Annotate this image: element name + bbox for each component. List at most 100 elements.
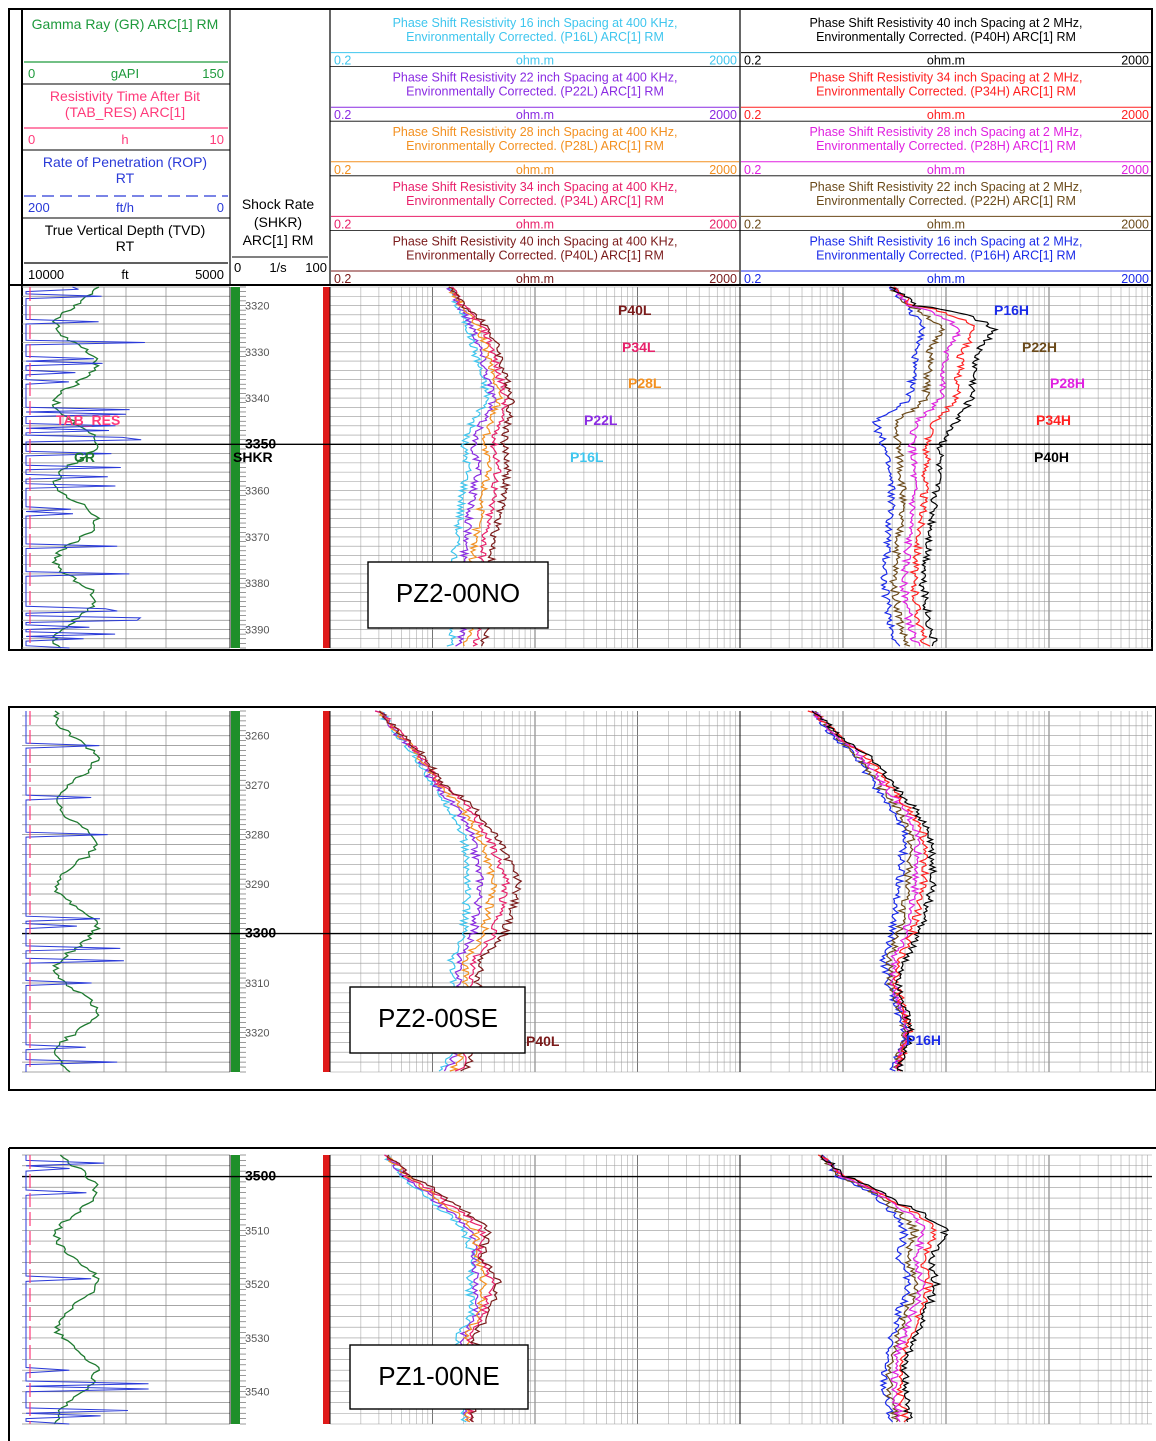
res-high-curve bbox=[821, 1154, 912, 1423]
curve-label-high: P16H bbox=[906, 1032, 941, 1048]
header-track-min: 0 bbox=[28, 132, 35, 147]
depth-red-strip bbox=[323, 711, 330, 1072]
res-high-curve bbox=[820, 1154, 950, 1423]
rop-curve bbox=[25, 1155, 149, 1425]
gr-curve bbox=[52, 1154, 101, 1425]
res-unit: ohm.m bbox=[927, 272, 965, 286]
depth-label: 3520 bbox=[245, 1279, 269, 1291]
res-min: 0.2 bbox=[334, 54, 351, 68]
res-unit: ohm.m bbox=[927, 163, 965, 177]
log-panel-PZ2-00NO: 33203330334033503360337033803390PZ2-00NO… bbox=[22, 286, 1152, 649]
depth-label: 3360 bbox=[245, 486, 269, 498]
well-label: PZ2-00SE bbox=[378, 1003, 498, 1033]
gr-curve bbox=[51, 286, 101, 649]
curve-label-high: P22H bbox=[1022, 339, 1057, 355]
header-res-low-4: Phase Shift Resistivity 40 inch Spacing … bbox=[330, 234, 740, 286]
curve-label-low: P28L bbox=[628, 375, 662, 391]
depth-label: 3300 bbox=[245, 925, 276, 941]
depth-label: 3270 bbox=[245, 780, 269, 792]
header-res-low-3: Phase Shift Resistivity 34 inch Spacing … bbox=[330, 180, 740, 231]
header-track-max: 0 bbox=[217, 200, 224, 215]
shock-max: 100 bbox=[305, 260, 327, 275]
res-high-curve bbox=[888, 286, 946, 647]
header-res-high-1: Phase Shift Resistivity 34 inch Spacing … bbox=[740, 71, 1152, 122]
depth-label: 3350 bbox=[245, 435, 276, 451]
panel-2-frame bbox=[8, 706, 1156, 1091]
header-track-max: 150 bbox=[202, 66, 224, 81]
header-track-min: 200 bbox=[28, 200, 50, 215]
res-high-curve bbox=[893, 286, 976, 647]
res-title-2: Environmentally Corrected. (P40H) ARC[1]… bbox=[816, 30, 1076, 44]
res-high-curve bbox=[807, 710, 931, 1072]
depth-label: 3390 bbox=[245, 624, 269, 636]
curve-label-low: P40L bbox=[618, 302, 652, 318]
well-label-box bbox=[349, 1344, 529, 1410]
depth-label: 3530 bbox=[245, 1333, 269, 1345]
header-res-high-2: Phase Shift Resistivity 28 inch Spacing … bbox=[740, 125, 1152, 177]
depth-red-strip bbox=[323, 1155, 330, 1424]
header-track-title: Resistivity Time After Bit bbox=[50, 88, 200, 104]
header-res-high-4: Phase Shift Resistivity 16 inch Spacing … bbox=[740, 234, 1152, 286]
curve-label-high: P16H bbox=[994, 302, 1029, 318]
res-min: 0.2 bbox=[334, 108, 351, 122]
res-min: 0.2 bbox=[744, 108, 761, 122]
res-title-2: Environmentally Corrected. (P16L) ARC[1]… bbox=[406, 30, 664, 44]
shkr-green-strip bbox=[231, 711, 240, 1072]
depth-label: 3320 bbox=[245, 301, 269, 313]
curve-label-low: P22L bbox=[584, 412, 618, 428]
header-res-low-2: Phase Shift Resistivity 28 inch Spacing … bbox=[330, 125, 740, 177]
header-res-low-0: Phase Shift Resistivity 16 inch Spacing … bbox=[330, 16, 740, 68]
curve-label-high: P34H bbox=[1036, 412, 1071, 428]
depth-label: 3310 bbox=[245, 978, 269, 990]
shock-title-line: Shock Rate bbox=[242, 196, 315, 212]
header-track-1: Resistivity Time After Bit(TAB_RES) ARC[… bbox=[22, 88, 230, 151]
rop-curve bbox=[25, 711, 124, 1072]
header-track-title: (TAB_RES) ARC[1] bbox=[65, 104, 185, 120]
res-title-2: Environmentally Corrected. (P28L) ARC[1]… bbox=[406, 139, 664, 153]
res-title-1: Phase Shift Resistivity 34 inch Spacing … bbox=[393, 180, 678, 194]
header-track-unit: gAPI bbox=[111, 66, 139, 81]
res-title-1: Phase Shift Resistivity 16 inch Spacing … bbox=[809, 234, 1082, 248]
res-unit: ohm.m bbox=[516, 108, 554, 122]
res-high-curve bbox=[889, 286, 962, 647]
well-label: PZ1-00NE bbox=[378, 1361, 499, 1391]
header-track-title: Gamma Ray (GR) ARC[1] RM bbox=[32, 16, 219, 32]
well-label-box bbox=[367, 561, 549, 629]
header-track-unit: ft/h bbox=[116, 200, 134, 215]
curve-label-high: P28H bbox=[1050, 375, 1085, 391]
res-title-2: Environmentally Corrected. (P22L) ARC[1]… bbox=[406, 85, 664, 99]
res-max: 2000 bbox=[709, 217, 737, 231]
res-high-curve bbox=[815, 710, 916, 1072]
res-title-2: Environmentally Corrected. (P28H) ARC[1]… bbox=[816, 139, 1076, 153]
res-title-2: Environmentally Corrected. (P16H) ARC[1]… bbox=[816, 248, 1076, 262]
res-title-2: Environmentally Corrected. (P22H) ARC[1]… bbox=[816, 194, 1076, 208]
depth-label: 3340 bbox=[245, 393, 269, 405]
res-max: 2000 bbox=[1121, 108, 1149, 122]
res-min: 0.2 bbox=[744, 163, 761, 177]
header-res-low-1: Phase Shift Resistivity 22 inch Spacing … bbox=[330, 71, 740, 122]
depth-label: 3260 bbox=[245, 731, 269, 743]
panel-1-frame bbox=[8, 8, 1153, 651]
depth-label: 3290 bbox=[245, 879, 269, 891]
res-title-1: Phase Shift Resistivity 22 inch Spacing … bbox=[809, 180, 1082, 194]
res-min: 0.2 bbox=[744, 272, 761, 286]
res-min: 0.2 bbox=[334, 217, 351, 231]
header-track-title: RT bbox=[116, 238, 135, 254]
rop-curve bbox=[25, 286, 145, 649]
header-res-high-3: Phase Shift Resistivity 22 inch Spacing … bbox=[740, 180, 1152, 231]
res-max: 2000 bbox=[709, 272, 737, 286]
curve-label-shkr: SHKR bbox=[233, 449, 273, 465]
res-unit: ohm.m bbox=[516, 163, 554, 177]
res-title-1: Phase Shift Resistivity 22 inch Spacing … bbox=[393, 71, 678, 85]
res-unit: ohm.m bbox=[927, 217, 965, 231]
curve-label-tab-res: TAB_RES bbox=[56, 412, 120, 428]
res-title-1: Phase Shift Resistivity 28 inch Spacing … bbox=[393, 125, 678, 139]
gr-curve bbox=[51, 710, 102, 1073]
well-label: PZ2-00NO bbox=[396, 578, 520, 608]
curve-label-gr: GR bbox=[74, 449, 95, 465]
header-track-unit: h bbox=[121, 132, 128, 147]
